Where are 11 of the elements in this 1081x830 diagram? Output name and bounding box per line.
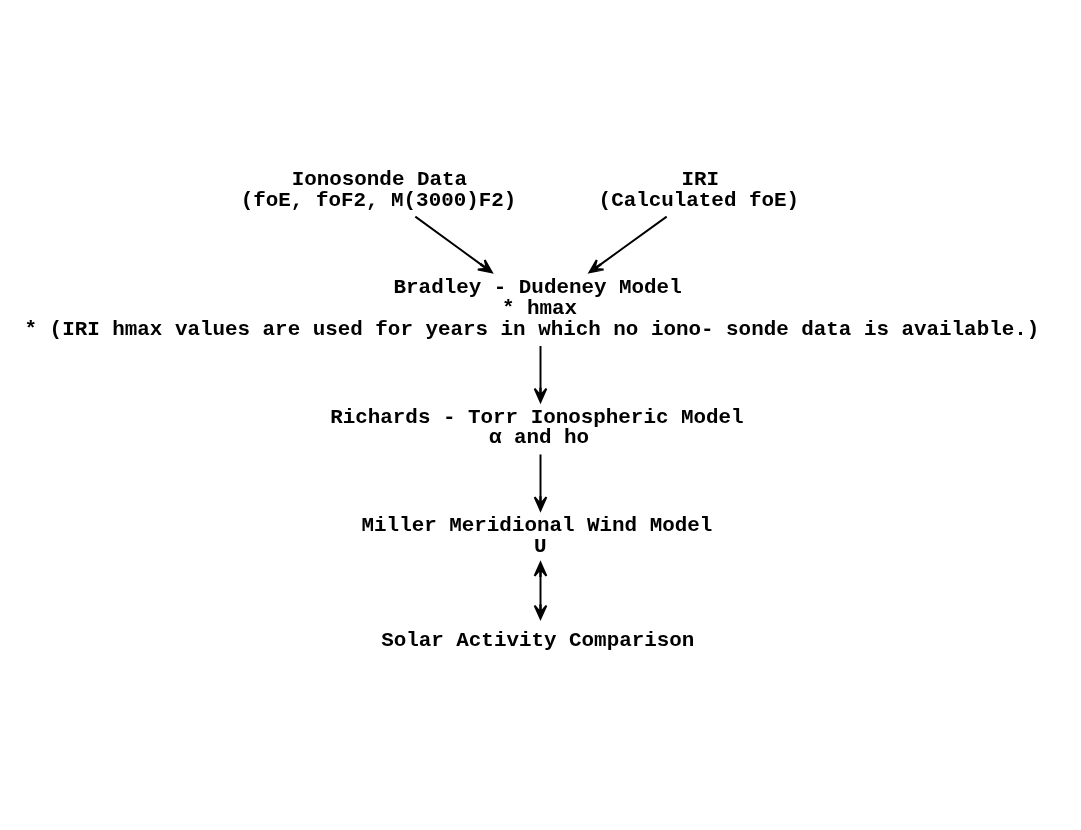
arrow [533, 561, 548, 620]
arrow [588, 215, 668, 274]
node-text: IRI (Calculated foE) [598, 167, 800, 212]
node-text: Ionosonde Data (foE, foF2, M(3000)F2) [240, 167, 517, 212]
node-text: Bradley - Dudeney Model * hmax * (IRI hmax values are used for years in which no iono- sonde data is available.) [24, 276, 1040, 342]
arrow [414, 215, 493, 274]
arrow [533, 345, 548, 403]
node-text: Richards - Torr Ionospheric Model α and ho [330, 405, 744, 450]
node-text: Solar Activity Comparison [381, 628, 695, 652]
arrow [533, 453, 548, 512]
node-text: Miller Meridional Wind Model U [361, 513, 713, 558]
